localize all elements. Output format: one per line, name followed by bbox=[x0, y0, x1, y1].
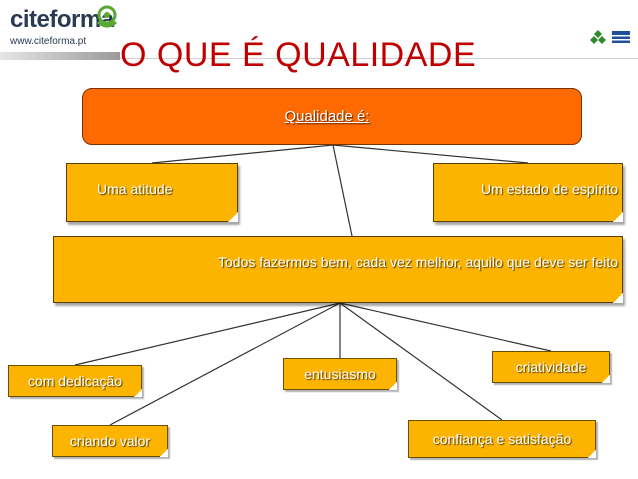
logo-swirl-icon bbox=[97, 5, 117, 28]
node-uma-atitude: Uma atitude bbox=[66, 163, 238, 222]
node-todos-fazermos: Todos fazermos bem, cada vez melhor, aqu… bbox=[53, 236, 623, 303]
root-node: Qualidade é: bbox=[82, 88, 582, 145]
connector-todos-criatividade bbox=[339, 302, 552, 352]
leaf-confianca-satisfacao: confiança e satisfação bbox=[408, 420, 596, 458]
citeforma-logo: citeforma www.citeforma.pt bbox=[10, 4, 120, 52]
header-divider bbox=[120, 58, 638, 59]
logo-name: citeforma bbox=[10, 6, 114, 33]
connector-todos-dedicacao bbox=[74, 302, 341, 366]
leaf-com-dedicacao: com dedicação bbox=[8, 365, 142, 397]
leaf-entusiasmo: entusiasmo bbox=[283, 358, 397, 390]
leaf-criando-valor-label: criando valor bbox=[69, 433, 151, 449]
header-accent-bar bbox=[0, 52, 120, 60]
connector-todos-confianca bbox=[339, 302, 503, 421]
leaf-confianca-satisfacao-label: confiança e satisfação bbox=[432, 431, 572, 447]
logo-url: www.citeforma.pt bbox=[10, 36, 87, 47]
connector-root-atitude bbox=[151, 144, 334, 164]
node-uma-atitude-label: Uma atitude bbox=[97, 181, 173, 197]
node-estado-espirito: Um estado de espírito bbox=[433, 163, 623, 222]
corner-logo-icon bbox=[590, 30, 630, 44]
connector-todos-valor bbox=[109, 302, 341, 426]
leaf-com-dedicacao-label: com dedicação bbox=[27, 373, 123, 389]
connector-root-todos bbox=[332, 144, 353, 237]
connector-root-espirito bbox=[332, 144, 529, 164]
leaf-entusiasmo-label: entusiasmo bbox=[304, 366, 376, 382]
leaf-criatividade-label: criatividade bbox=[515, 359, 587, 375]
leaf-criando-valor: criando valor bbox=[52, 425, 168, 457]
page-title: O QUE É QUALIDADE bbox=[120, 36, 477, 74]
node-todos-fazermos-label: Todos fazermos bem, cada vez melhor, aqu… bbox=[218, 254, 618, 270]
node-estado-espirito-label: Um estado de espírito bbox=[481, 181, 618, 197]
leaf-criatividade: criatividade bbox=[492, 351, 610, 383]
root-label: Qualidade é: bbox=[284, 108, 370, 125]
